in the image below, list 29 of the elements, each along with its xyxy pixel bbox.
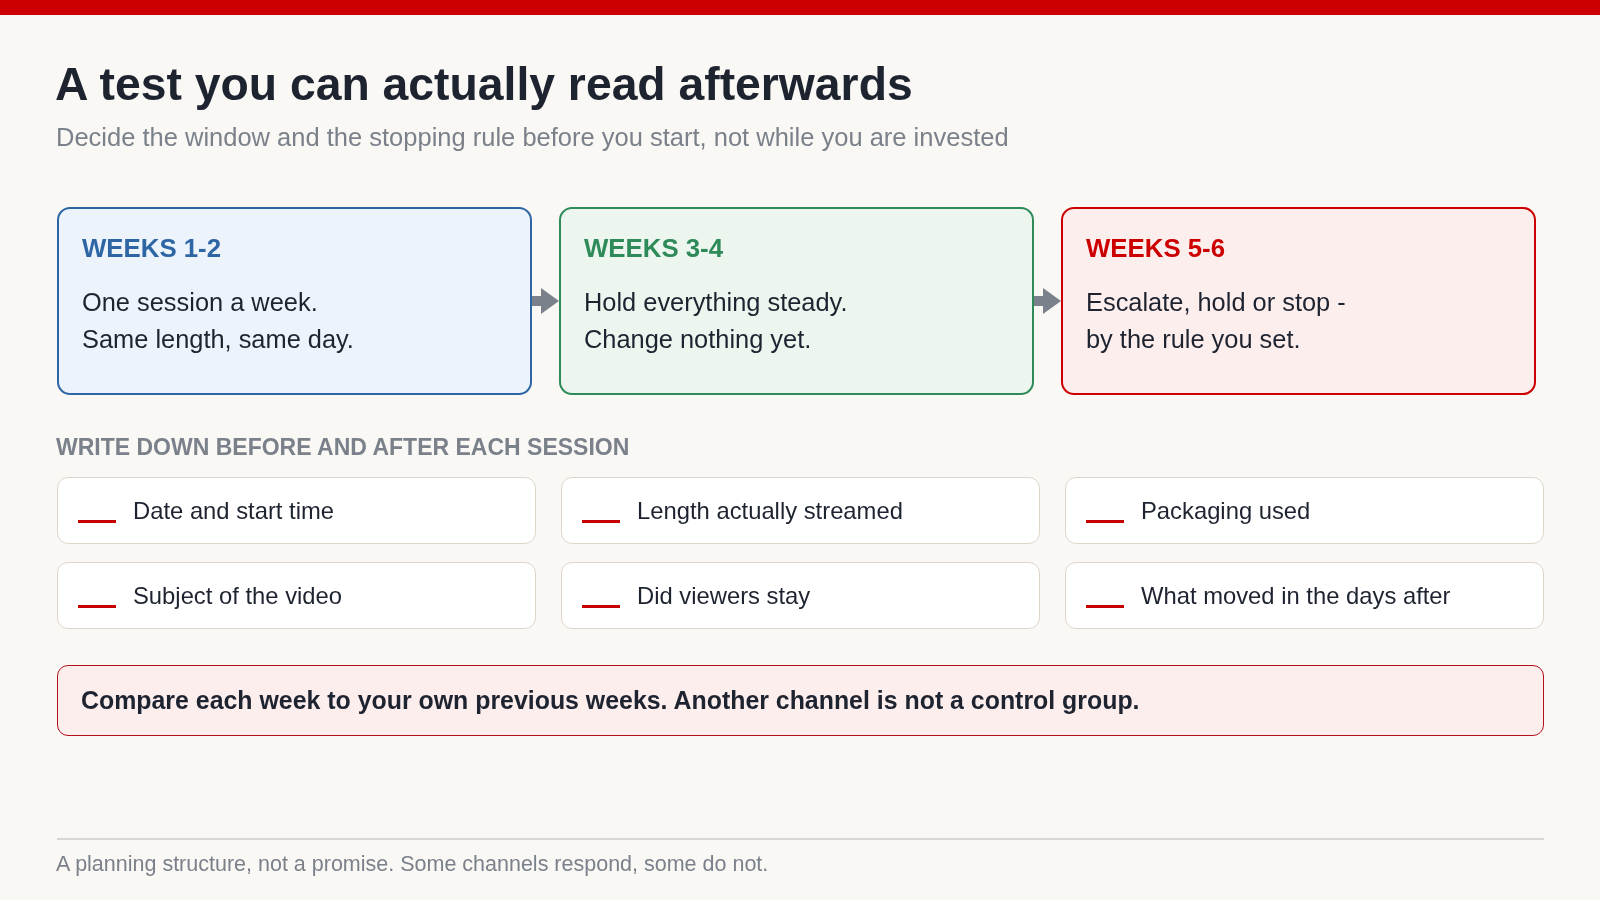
checklist-card <box>1065 477 1544 544</box>
arrow <box>1034 288 1061 314</box>
phase-card <box>559 207 1034 395</box>
arrow <box>532 288 559 314</box>
page-title: A test you can actually read afterwards <box>55 57 913 111</box>
checklist-card <box>1065 562 1544 629</box>
checklist-card <box>561 562 1040 629</box>
checklist-item: Date and start time <box>133 496 335 525</box>
checklist-item: What moved in the days after <box>1141 581 1451 610</box>
card-heading: WEEKS 5-6 <box>1086 233 1226 263</box>
checklist-card <box>57 562 536 629</box>
footnote: A planning structure, not a promise. Some channels respond, some do not. <box>56 851 769 877</box>
checklist-card <box>561 477 1040 544</box>
checklist-item: Packaging used <box>1141 496 1311 525</box>
section-heading: WRITE DOWN BEFORE AND AFTER EACH SESSION <box>56 433 630 461</box>
note-panel <box>57 665 1544 736</box>
card-text: Hold everything steady. Change nothing yet. <box>584 287 849 355</box>
note-text: Compare each week to your own previous weeks. Another channel is not a control group. <box>81 685 1140 715</box>
card-heading: WEEKS 1-2 <box>82 233 222 263</box>
checklist-item: Did viewers stay <box>637 581 811 610</box>
checklist-item: Length actually streamed <box>637 496 903 525</box>
phase-card <box>1061 207 1536 395</box>
checklist-card <box>57 477 536 544</box>
card-text: Escalate, hold or stop - by the rule you set. <box>1086 287 1347 355</box>
card-text: One session a week. Same length, same day. <box>82 287 355 355</box>
subtitle: Decide the window and the stopping rule before you start, not while you are invested <box>56 122 1009 152</box>
phase-card <box>57 207 532 395</box>
checklist-item: Subject of the video <box>133 581 343 610</box>
card-heading: WEEKS 3-4 <box>584 233 724 263</box>
